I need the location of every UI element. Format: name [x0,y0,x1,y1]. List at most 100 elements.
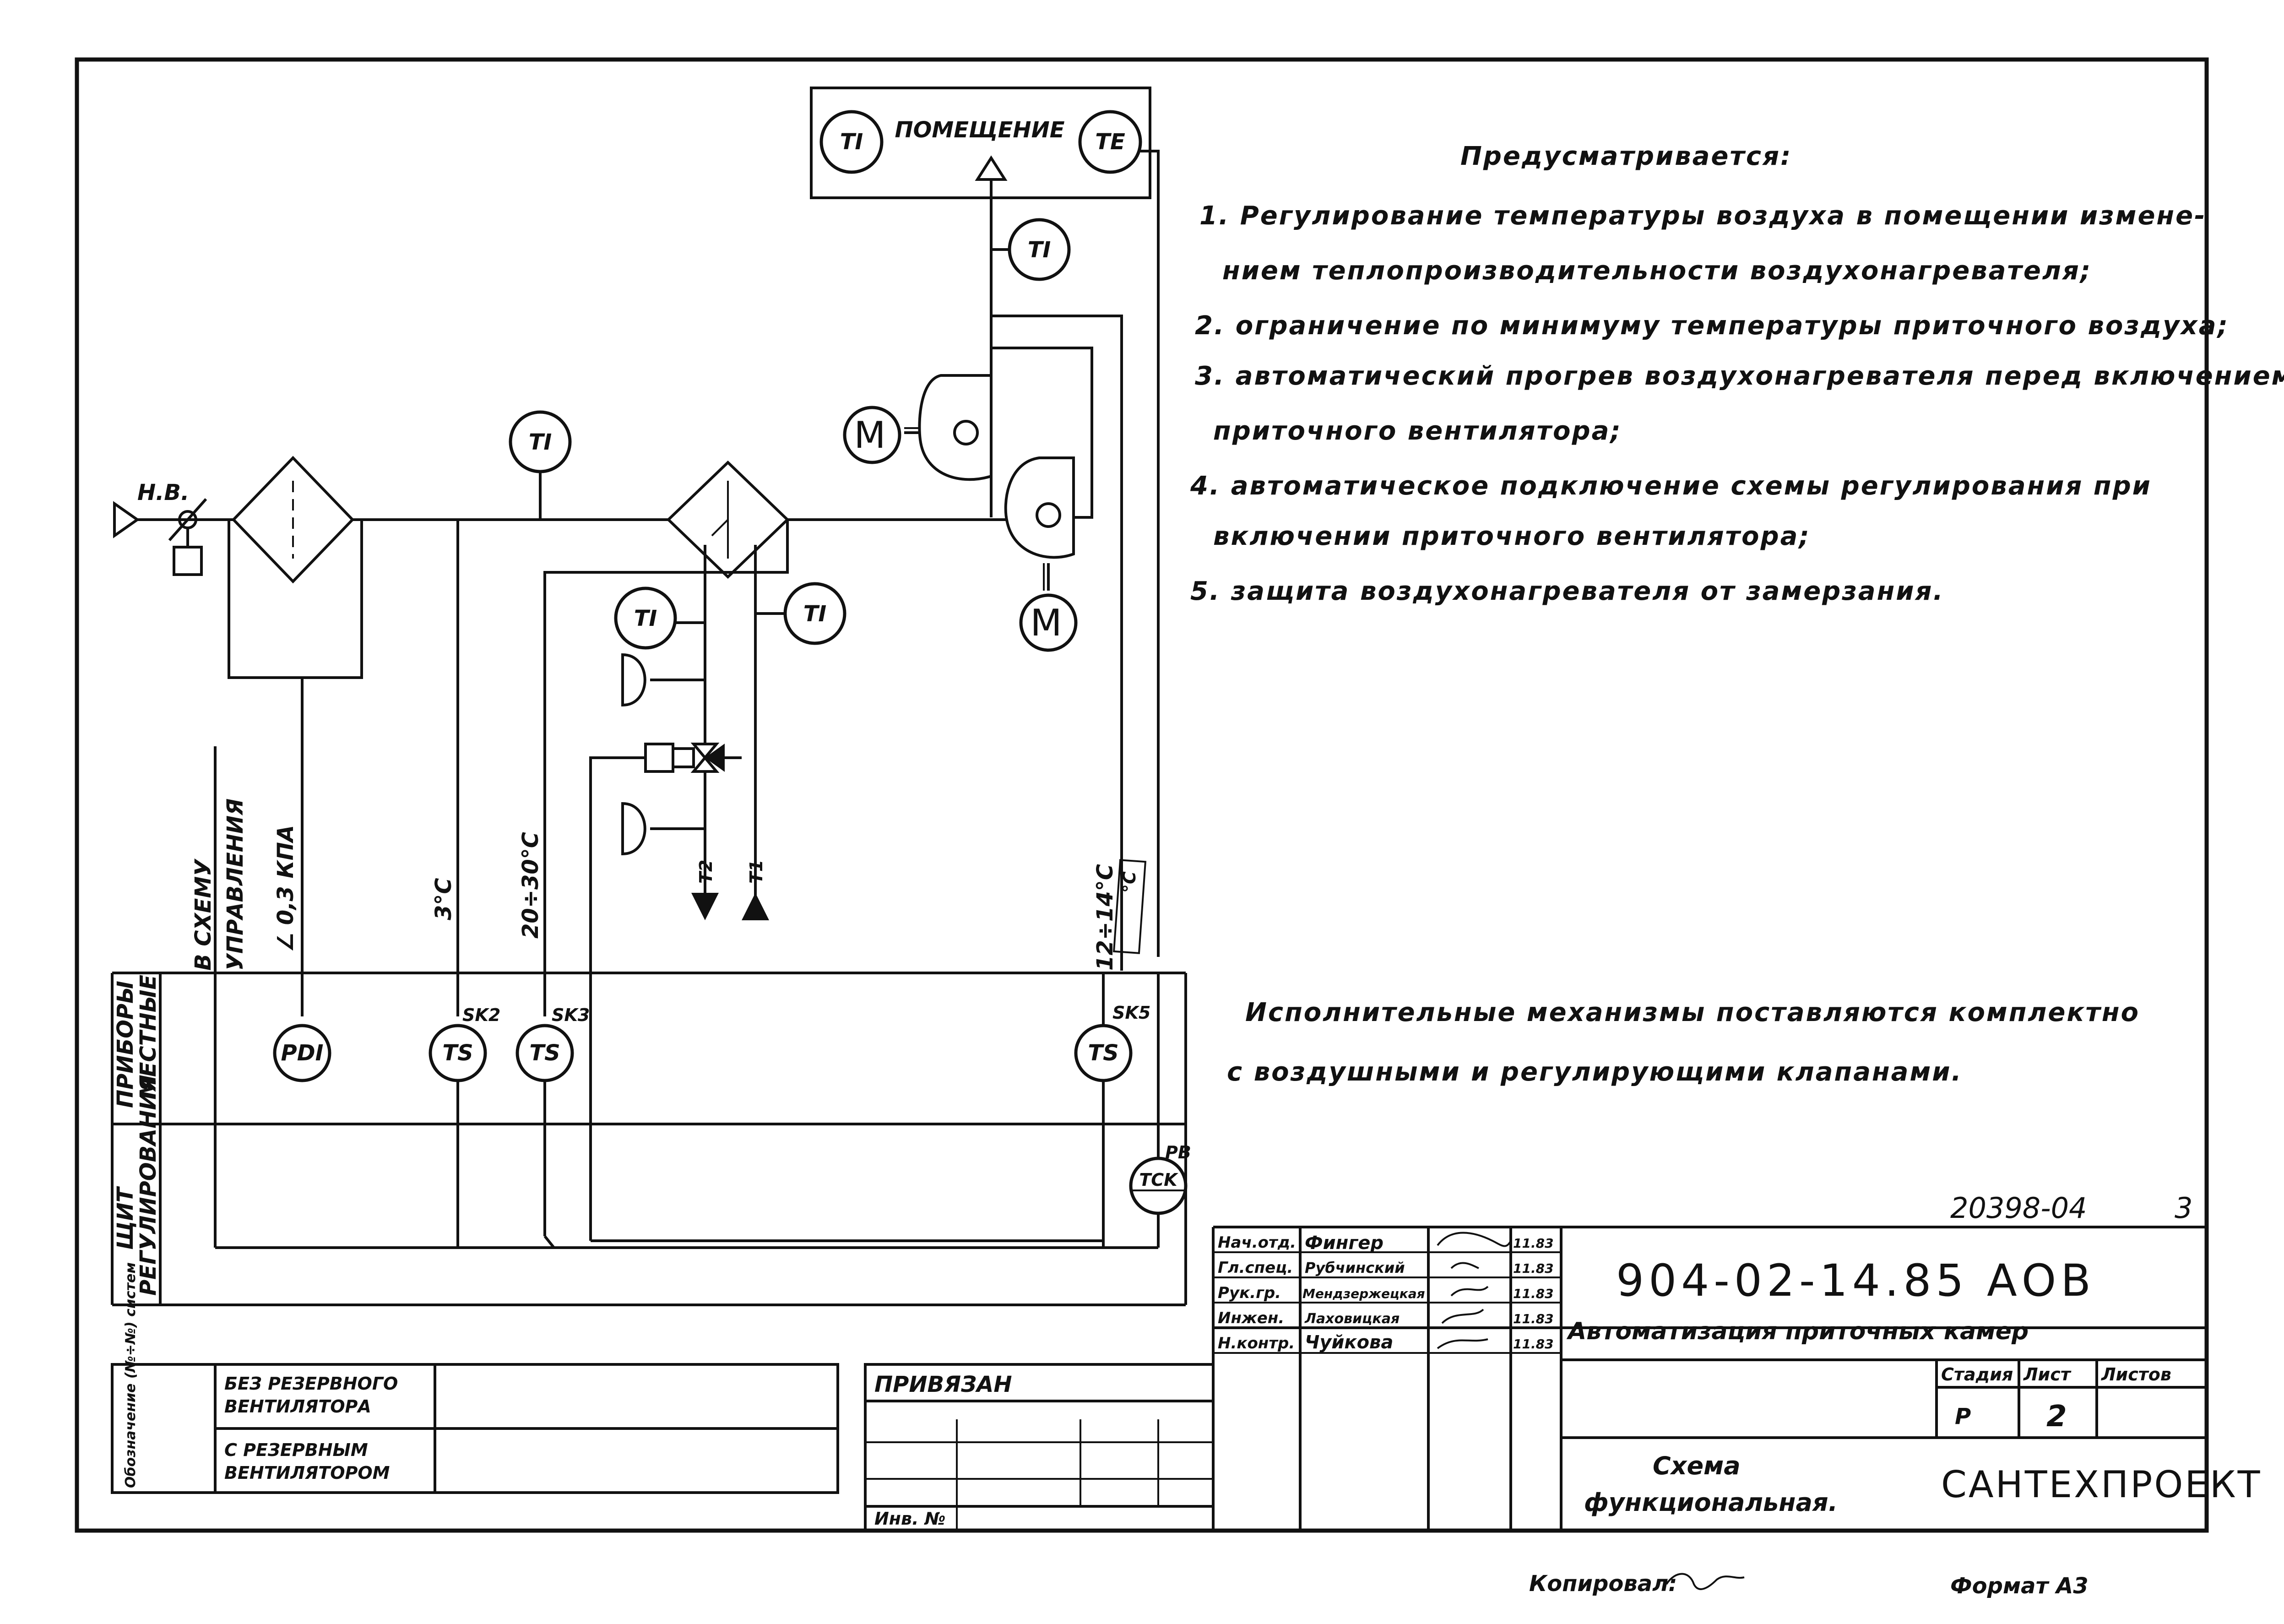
tck-tag: PB [1165,1142,1191,1162]
motor-bottom-icon [1019,593,1078,652]
capillary-thermostat-box [1112,859,1147,954]
control-label: УПРАВЛЕНИЯ [222,798,248,971]
t12-label: 12÷14°С [1092,864,1118,971]
sig-role-5: Н.контр. [1218,1334,1295,1352]
air-heater-icon [666,460,790,579]
sig-role-2: Гл.спец. [1218,1259,1293,1277]
notes-heading: Предусматривается: [1460,141,1792,171]
heater-supply-ti-instrument [783,582,846,645]
handwritten-signatures [1437,1232,1512,1349]
supply-ti-instrument [1008,218,1071,281]
panel-label-2: РЕГУЛИРОВАНИЯ [136,1075,161,1296]
pdi-device-label: PDI [281,1040,324,1066]
sig-name-4: Лаховицкая [1304,1311,1400,1327]
manometer-2-icon [621,802,646,856]
binding-block [864,1363,1215,1532]
supply-fan-main [904,374,993,481]
duct-ti-instrument [509,410,572,473]
sig-date-3: 11.83 [1513,1286,1554,1301]
heater-return-ti-instrument [614,587,677,650]
sk2-device-label: TS [442,1040,473,1066]
sk3-device-label: TS [529,1040,560,1066]
return-arrow-icon [691,893,719,920]
sig-date-1: 11.83 [1513,1236,1554,1251]
sig-name-1: Фингер [1305,1233,1383,1254]
systems-header: Обозначение (№÷№) систем [123,1262,139,1488]
note-line-1: 1. Регулирование температуры воздуха в п… [1199,201,2206,231]
copied-signature [1666,1573,1745,1590]
heater-return-ti-label: TI [634,606,657,631]
systems-row1-2: ВЕНТИЛЯТОРА [224,1396,371,1417]
subject-title: Автоматизация приточных камер [1566,1318,2029,1345]
sig-role-3: Рук.гр. [1218,1284,1281,1302]
systems-row2-2: ВЕНТИЛЯТОРОМ [224,1463,390,1483]
room-label: ПОМЕЩЕНИЕ [895,117,1064,143]
return-pipe-label: T2 [696,860,716,884]
stage-value: Р [1955,1404,1971,1429]
note-line-4: 3. автоматический прогрев воздухонагрева… [1195,361,2284,391]
doc-number: 20398-04 [1950,1191,2087,1225]
supply-air-arrow [975,155,1008,181]
room-box: TI ПОМЕЩЕНИЕ TE [810,87,1151,199]
t3-label: 3°С [431,878,456,920]
sig-date-5: 11.83 [1513,1336,1554,1352]
valve-actuator-icon [644,743,674,773]
organization: САНТЕХПРОЕКТ [1941,1463,2262,1506]
sig-role-4: Инжен. [1218,1309,1284,1327]
stage-header: Стадия [1941,1364,2013,1385]
capillary-unit-label: °C [1119,871,1139,893]
sk5-tag: SK5 [1112,1003,1150,1023]
sig-date-4: 11.83 [1513,1311,1554,1326]
outdoor-damper-label: Н.В. [137,480,189,505]
air-filter-icon [231,456,355,584]
note-footer-1: Исполнительные механизмы поставляются ко… [1245,998,2140,1027]
pressure-label: ∠ 0,3 КПА [273,825,298,952]
copied-label: Копировал: [1529,1571,1677,1597]
supply-arrow-icon [742,893,769,920]
sk5-device-label: TS [1088,1040,1118,1066]
sig-name-3: Мендзержецкая [1302,1286,1425,1301]
heater-supply-ti-label: TI [803,601,827,627]
room-te-signal-line [1140,150,1160,957]
motor-top-label: M [854,414,890,456]
note-line-6: 4. автоматическое подключение схемы регу… [1190,471,2152,501]
t20-label: 20÷30°С [518,832,543,939]
outdoor-air-damper-icon [168,498,207,576]
inventory-label: Инв. № [874,1509,946,1529]
room-ti-label: TI [840,129,863,155]
room-ti-instrument [819,110,884,174]
note-line-5: приточного вентилятора; [1213,416,1622,446]
room-te-label: TE [1095,129,1125,155]
outdoor-air-intake-icon [113,501,140,538]
systems-row2-1: С РЕЗЕРВНЫМ [224,1440,368,1460]
note-footer-2: с воздушными и регулирующими клапанами. [1227,1057,1963,1087]
sig-role-1: Нач.отд. [1218,1233,1296,1252]
local-devices-label-2: МЕСТНЫЕ [136,975,161,1099]
supply-pipe-label: T1 [746,860,766,884]
note-line-3: 2. ограничение по минимуму температуры п… [1195,311,2229,341]
supply-ti-label: TI [1028,237,1051,263]
project-code: 904-02-14.85 АОВ [1616,1255,2095,1306]
three-way-valve-icon [690,743,742,773]
sheet-header: Лист [2023,1364,2072,1385]
sheets-header: Листов [2101,1364,2171,1385]
panel-label-1: ЩИТ [113,1186,138,1250]
sig-name-2: Рубчинский [1305,1259,1405,1276]
sig-date-2: 11.83 [1513,1261,1554,1276]
note-line-2: нием теплопроизводительности воздухонагр… [1222,256,2092,286]
drawing-name-1: Схема [1653,1451,1741,1480]
duct-ti-label: TI [529,429,552,455]
motor-bottom-label: M [1030,602,1066,644]
sheet-value: 2 [2046,1400,2067,1434]
tck-device-label: TCK [1139,1170,1178,1190]
supply-fan-reserve [1004,456,1075,591]
local-devices-label-1: ПРИБОРЫ [113,981,138,1108]
pdi-device [273,1024,331,1082]
sheet-marker: 3 [2175,1191,2192,1225]
format-label: Формат А3 [1950,1573,2089,1599]
scheme-label: В СХЕМУ [190,858,216,971]
binding-label: ПРИВЯЗАН [874,1372,1012,1397]
systems-table [111,1363,839,1494]
motor-top-icon [843,406,901,464]
